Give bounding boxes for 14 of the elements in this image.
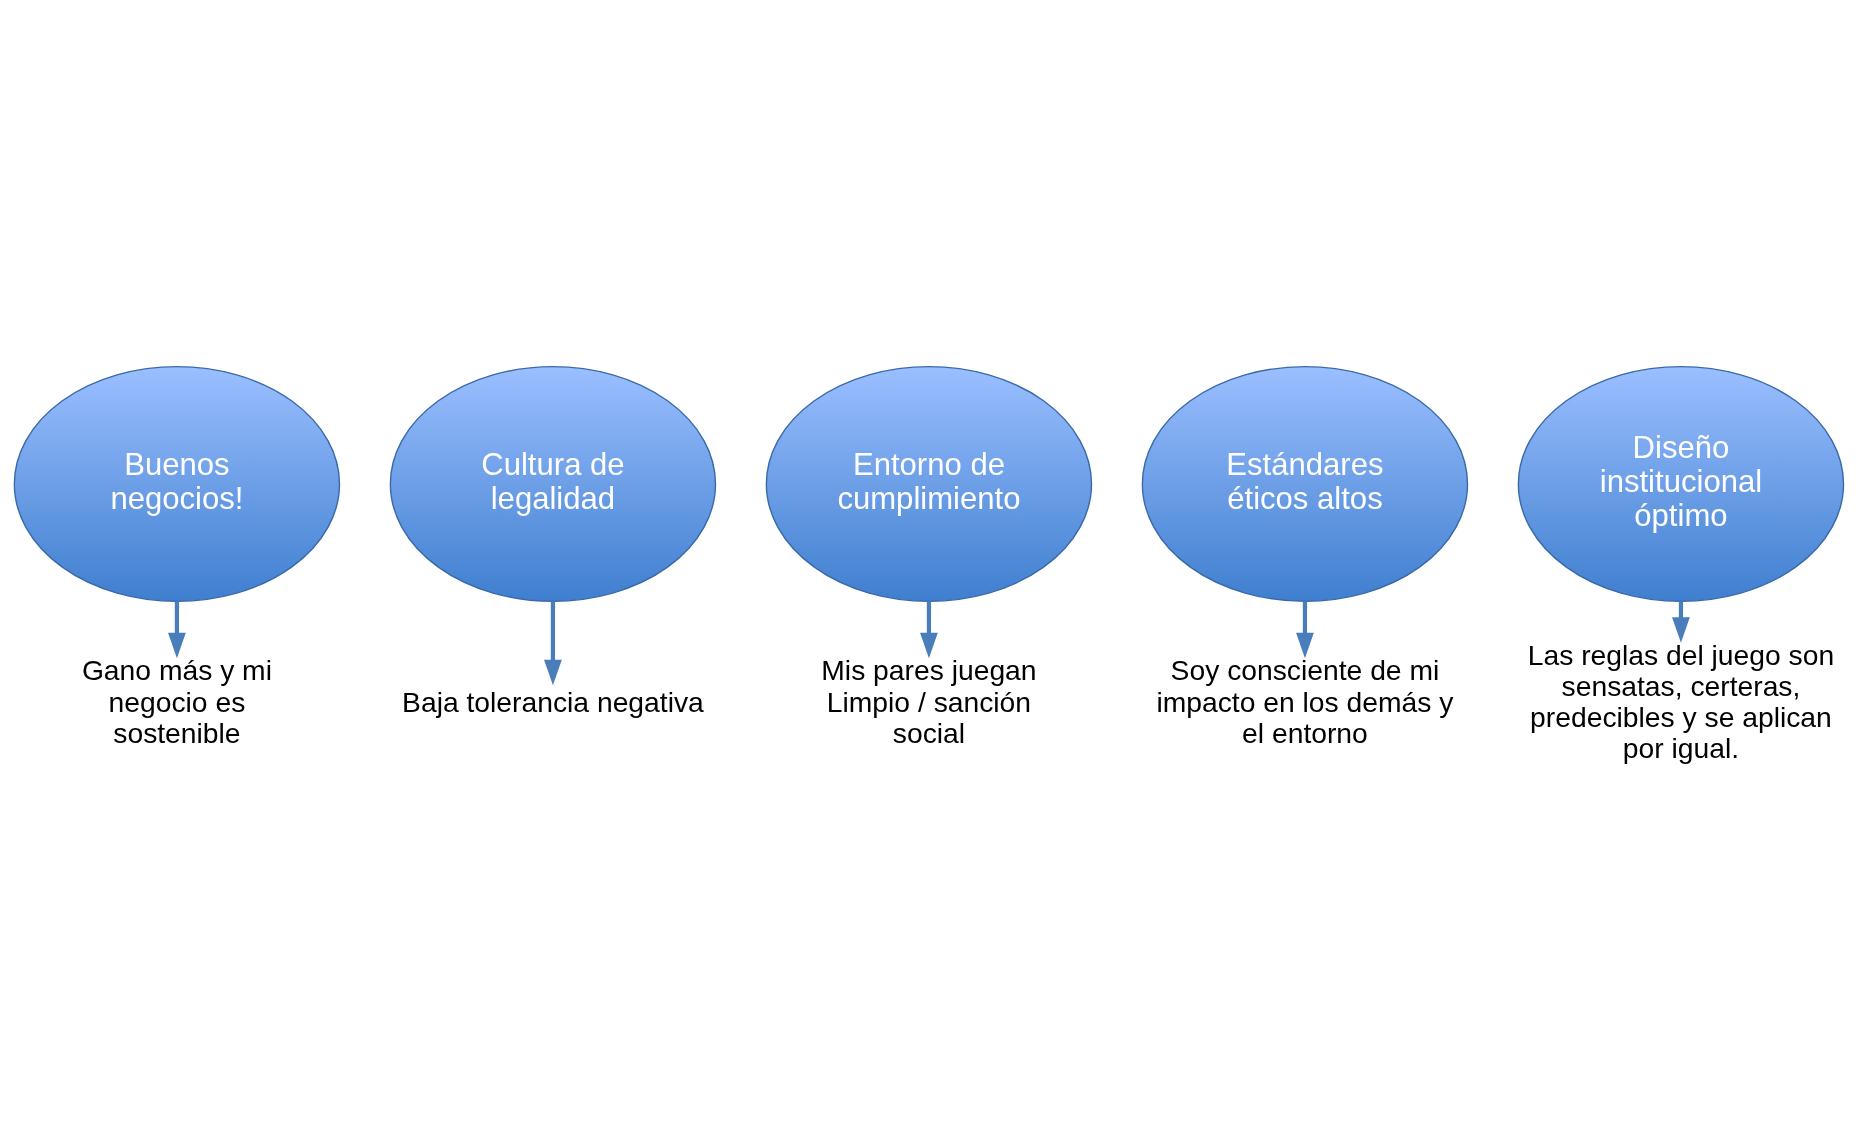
arrow xyxy=(544,601,562,686)
node-ellipse: Estándares éticos altos xyxy=(1141,365,1469,602)
arrow xyxy=(168,601,186,659)
arrow xyxy=(920,601,938,659)
node-text: Las reglas del juego son sensatas, certeras, predecibles y se aplican por igual. xyxy=(1527,638,1835,765)
node-text: Mis pares juegan Limpio / sanción social xyxy=(821,654,1037,749)
node-ellipse: Buenos negocios! xyxy=(13,365,341,602)
node-ellipse: Cultura de legalidad xyxy=(389,365,717,602)
arrow xyxy=(1296,601,1314,659)
node-text: Baja tolerancia negativa xyxy=(402,685,704,718)
node-text: Gano más y mi negocio es sostenible xyxy=(81,654,272,749)
node-ellipse: Diseño institucional óptimo xyxy=(1517,365,1845,602)
node-ellipse: Entorno de cumplimiento xyxy=(765,365,1093,602)
node-text: Soy consciente de mi impacto en los demás y el entorno xyxy=(1156,654,1454,749)
